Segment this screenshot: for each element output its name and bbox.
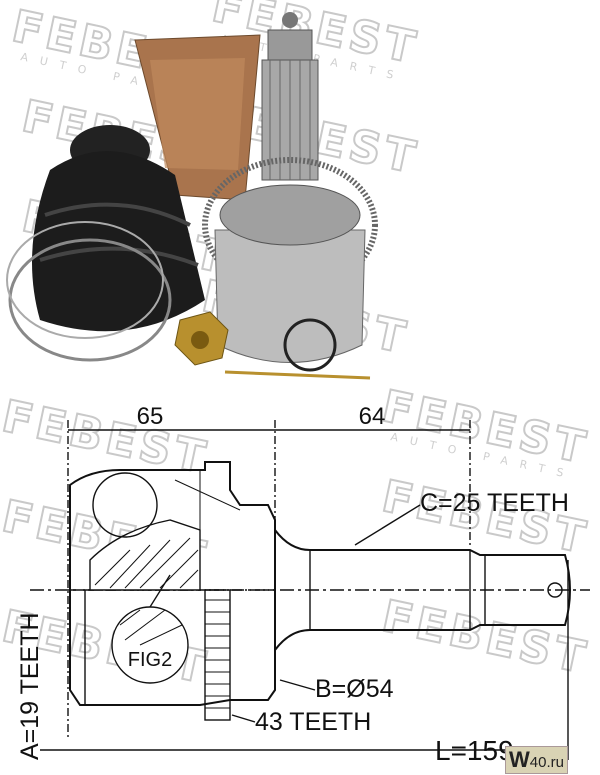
dim-right-length: 64 xyxy=(359,403,386,430)
figure-label: FIG2 xyxy=(128,649,172,671)
dim-inner-a: A=19 TEETH xyxy=(16,612,44,760)
cv-joint xyxy=(174,12,378,380)
dim-abs-teeth: 43 TEETH xyxy=(255,708,371,736)
grease-tube xyxy=(134,34,261,201)
dim-left-length: 65 xyxy=(137,403,164,430)
dim-total-length: L=159 xyxy=(435,735,514,766)
site-badge: W40.ru xyxy=(505,746,568,774)
dim-spline-c: C=25 TEETH xyxy=(420,489,569,517)
dim-diameter-b: B=Ø54 xyxy=(315,675,394,703)
rubber-boot xyxy=(6,125,205,362)
technical-drawing xyxy=(30,420,590,760)
